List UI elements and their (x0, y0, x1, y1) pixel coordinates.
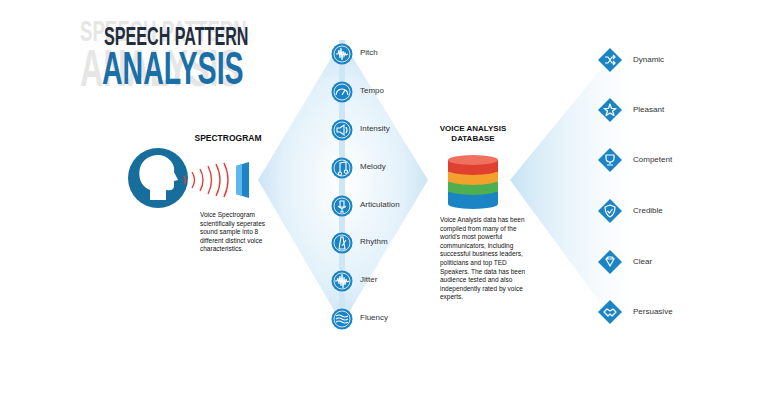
quality-icon (597, 147, 623, 173)
beam (510, 58, 640, 316)
section-heading: VOICE ANALYSIS DATABASE (432, 124, 514, 144)
icon-glyph (337, 125, 347, 135)
description: Voice Analysis data has been compiled fr… (440, 216, 532, 302)
characteristic-icon (331, 232, 353, 254)
icon-diamond (598, 300, 622, 324)
characteristic-icon (331, 308, 353, 330)
spectrogram-block: SPECTROGRAM Voice Spectrogram scientifica… (188, 133, 288, 283)
beam (258, 40, 428, 324)
head-circle (128, 148, 188, 208)
sound-waves (184, 163, 228, 197)
quality-label: Competent (633, 155, 672, 164)
title-word: ANALYSIS (102, 41, 244, 95)
icon-glyph (336, 315, 348, 323)
quality-label: Dynamic (633, 55, 664, 64)
characteristic-icon (331, 119, 353, 141)
icon-diamond (598, 199, 622, 223)
characteristic-item: Tempo (331, 81, 389, 103)
characteristic-item: Pitch (331, 43, 382, 65)
icon-ring (334, 122, 350, 138)
icon-circle (332, 309, 353, 330)
spectrogram-panel (236, 164, 242, 196)
characteristic-icon (331, 157, 353, 179)
characteristic-label: Articulation (360, 200, 400, 209)
icon-glyph (604, 309, 616, 316)
icon-glyph (605, 205, 615, 217)
icon-ring (334, 84, 350, 100)
characteristic-item: Articulation (331, 195, 404, 217)
characteristic-label: Jitter (360, 275, 377, 284)
database-icon (448, 155, 498, 209)
icon-ring (334, 273, 350, 289)
icon-circle (332, 82, 353, 103)
icon-diamond (598, 250, 622, 274)
quality-icon (597, 97, 623, 123)
description: Voice Spectrogram scientifically seperat… (200, 211, 276, 254)
database-block: VOICE ANALYSIS DATABASE Voice Analysis da… (432, 124, 532, 314)
quality-item: Clear (597, 249, 657, 275)
icon-glyph (338, 201, 346, 212)
icon-circle (332, 44, 353, 65)
icon-circle (332, 233, 353, 254)
icon-glyph (335, 274, 349, 288)
characteristic-item: Jitter (331, 270, 382, 292)
spectrogram-panel (236, 162, 249, 198)
characteristic-label: Fluency (360, 313, 388, 322)
icon-glyph (336, 89, 348, 95)
quality-item: Competent (597, 147, 677, 173)
icon-diamond (598, 148, 622, 172)
quality-icon (597, 198, 623, 224)
icon-glyph (606, 155, 614, 165)
quality-label: Persuasive (633, 307, 673, 316)
characteristic-label: Melody (360, 162, 386, 171)
quality-label: Pleasant (633, 105, 664, 114)
section-heading: SPECTROGRAM (188, 133, 268, 143)
characteristic-item: Fluency (331, 308, 393, 330)
characteristic-icon (331, 195, 353, 217)
icon-ring (334, 46, 350, 62)
characteristic-item: Melody (331, 157, 390, 179)
quality-item: Persuasive (597, 299, 677, 325)
characteristic-item: Intensity (331, 119, 394, 141)
quality-item: Pleasant (597, 97, 669, 123)
icon-ring (334, 235, 350, 251)
characteristic-label: Rhythm (360, 237, 388, 246)
quality-icon (597, 249, 623, 275)
characteristic-icon (331, 81, 353, 103)
icon-circle (332, 120, 353, 141)
characteristic-icon (331, 270, 353, 292)
icon-glyph (604, 104, 616, 116)
quality-label: Credible (633, 206, 663, 215)
icon-glyph (606, 257, 614, 266)
icon-ring (334, 160, 350, 176)
characteristic-item: Rhythm (331, 232, 392, 254)
head-silhouette (139, 155, 178, 200)
quality-icon (597, 47, 623, 73)
characteristic-label: Intensity (360, 124, 390, 133)
characteristic-label: Tempo (360, 86, 384, 95)
icon-glyph (339, 237, 346, 249)
icon-circle (332, 271, 353, 292)
quality-label: Clear (633, 257, 652, 266)
icon-ring (334, 198, 350, 214)
quality-item: Dynamic (597, 47, 669, 73)
quality-item: Credible (597, 198, 667, 224)
icon-diamond (598, 98, 622, 122)
quality-icon (597, 299, 623, 325)
icon-glyph (336, 48, 348, 60)
icon-glyph (338, 162, 347, 175)
icon-ring (334, 311, 350, 327)
icon-circle (332, 196, 353, 217)
characteristic-icon (331, 43, 353, 65)
characteristic-label: Pitch (360, 48, 378, 57)
icon-glyph (605, 55, 615, 65)
icon-circle (332, 158, 353, 179)
icon-diamond (598, 48, 622, 72)
